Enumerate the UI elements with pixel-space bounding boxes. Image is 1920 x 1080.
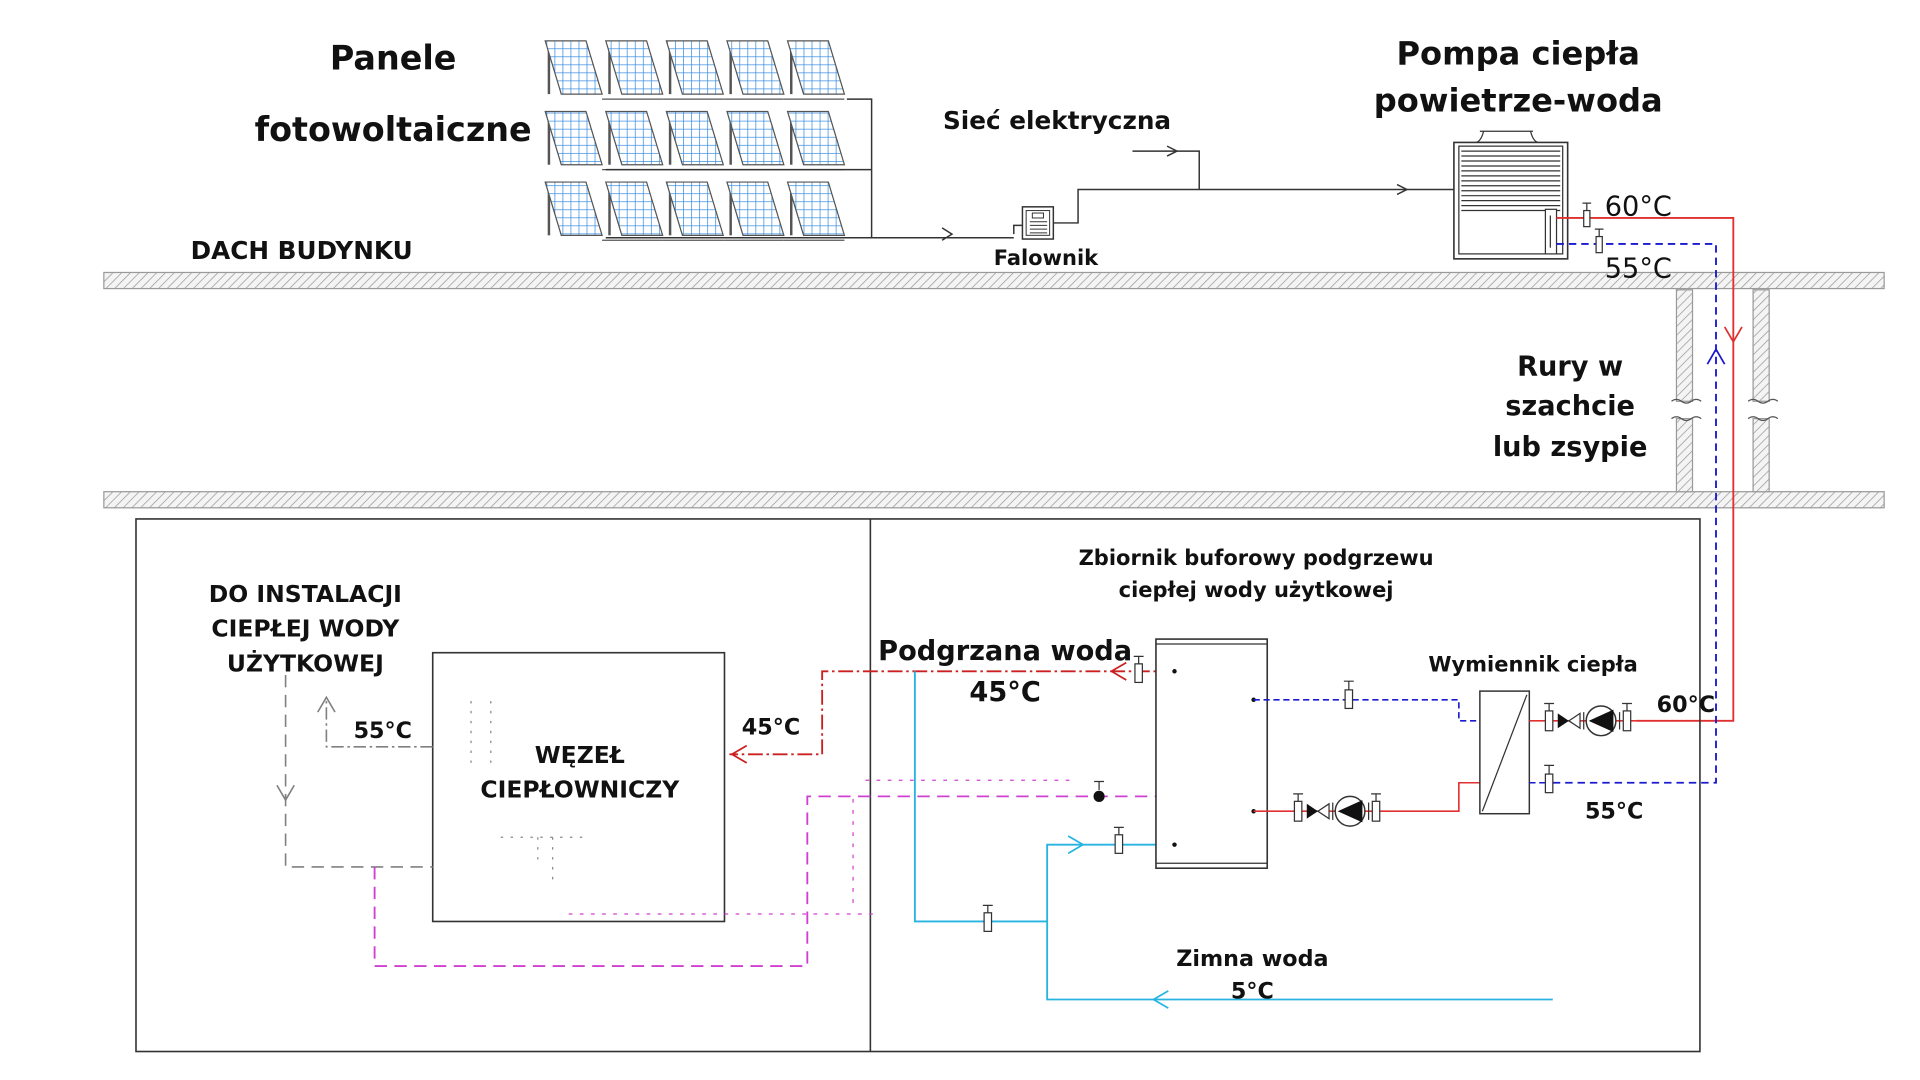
substation-label-line1: WĘZEŁ — [535, 741, 625, 769]
shaft-down-arrow-icon — [1723, 326, 1743, 344]
solar-panel-icon — [602, 110, 664, 171]
floor-slab — [103, 491, 1885, 509]
solar-panel-icon — [783, 110, 846, 171]
hp-supply-valve-icon — [1582, 202, 1592, 228]
solar-panel-icon — [662, 40, 725, 100]
substation-inlet-temp: 45°C — [742, 714, 800, 740]
grid-arrow-icon — [1166, 145, 1179, 157]
heated-water-label: Podgrzana woda — [878, 636, 1132, 667]
tank-return-valve-icon — [1343, 680, 1354, 710]
solar-panel-icon — [544, 110, 603, 166]
shaft-label-line2: szachcie — [1505, 391, 1635, 422]
exchanger-return-valve-icon — [1544, 764, 1555, 794]
substation-internal-lines — [470, 701, 584, 885]
inverter-icon — [1013, 188, 1454, 240]
grid-connection-line — [1132, 150, 1200, 190]
heated-water-pipe — [729, 670, 1175, 756]
hp-return-valve-icon — [1594, 228, 1604, 254]
pv-arrow-icon — [941, 227, 954, 241]
heat-pump-title-line2: powietrze-woda — [1374, 81, 1663, 119]
cold-water-label: Zimna woda — [1176, 946, 1328, 972]
solar-panel-icon — [662, 110, 725, 171]
tank-inlet-arrow-icon — [1067, 835, 1085, 855]
dhw-return-pipe — [284, 675, 433, 868]
solar-panel-icon — [783, 40, 846, 100]
buffer-tank-icon — [1155, 638, 1269, 870]
cold-water-temp: 5°C — [1231, 978, 1274, 1004]
bypass-valve-icon — [982, 904, 993, 932]
shaft-label-line3: lub zsypie — [1493, 432, 1648, 463]
exchanger-return-temp: 55°C — [1585, 799, 1643, 825]
basement-room-outline — [135, 518, 1701, 1053]
dhw-label-line2: CIEPŁEJ WODY — [211, 615, 400, 643]
shaft-label-line1: Rury w — [1517, 351, 1623, 382]
dhw-label-line1: DO INSTALACJI — [209, 580, 402, 608]
tank-return-pipe — [1253, 698, 1480, 722]
dhw-down-arrow-icon — [276, 784, 295, 802]
circulation-pipe — [373, 795, 1156, 967]
exchanger-pump-icon — [1544, 702, 1632, 737]
substation-inlet-arrow-icon — [730, 744, 748, 764]
tank-circulation-pump-icon — [1293, 793, 1381, 827]
inverter-label: Falownik — [994, 245, 1099, 270]
solar-panel-icon — [602, 40, 664, 100]
cold-water-arrow-icon — [1151, 990, 1169, 1009]
pv-panel-array — [544, 40, 846, 241]
dhw-up-arrow-icon — [317, 695, 336, 713]
heat-exchanger-icon — [1479, 690, 1531, 815]
tank-supply-pipe — [1253, 781, 1480, 813]
substation-box — [431, 651, 726, 923]
solar-panel-icon — [544, 40, 603, 95]
dhw-label-line3: UŻYTKOWEJ — [227, 649, 384, 677]
hp-supply-pipe — [1556, 217, 1735, 722]
heat-pump-title-line1: Pompa ciepła — [1396, 34, 1639, 72]
buffer-tank-label-line1: Zbiornik buforowy podgrzewu — [1079, 545, 1434, 570]
circulation-valve-icon — [1093, 780, 1105, 802]
heated-water-arrow-icon — [1109, 661, 1127, 681]
solar-panel-icon — [544, 181, 603, 236]
heat-pump-unit-icon — [1453, 130, 1569, 260]
substation-label-line2: CIEPŁOWNICZY — [480, 776, 680, 804]
pv-title-line1: Panele — [330, 38, 457, 77]
solar-panel-icon — [662, 181, 725, 241]
buffer-tank-label-line2: ciepłej wody użytkowej — [1119, 577, 1394, 602]
roof-slab — [103, 271, 1885, 290]
shaft-walls — [1671, 289, 1779, 493]
grid-label: Sieć elektryczna — [943, 106, 1171, 135]
dhw-temp: 55°C — [354, 718, 412, 744]
exchanger-label: Wymiennik ciepła — [1428, 651, 1637, 676]
solar-panel-icon — [783, 181, 846, 241]
solar-panel-icon — [723, 181, 785, 241]
solar-panel-icon — [723, 110, 785, 171]
circulation-secondary-pipe — [568, 779, 1076, 915]
dhw-supply-pipe — [325, 699, 433, 748]
hp-return-temp: 55°C — [1605, 253, 1672, 284]
heated-water-temp: 45°C — [969, 677, 1040, 708]
pv-bus-frame — [605, 98, 1014, 239]
shaft-up-arrow-icon — [1706, 347, 1726, 365]
solar-panel-icon — [723, 40, 785, 100]
hp-return-pipe — [1552, 243, 1717, 784]
cold-water-pipe — [913, 671, 1553, 1001]
heated-water-valve-icon — [1133, 655, 1144, 684]
solar-panel-icon — [602, 181, 664, 241]
hp-power-arrow-icon — [1396, 183, 1409, 196]
roof-label: DACH BUDYNKU — [191, 236, 413, 265]
hp-supply-temp: 60°C — [1605, 191, 1672, 222]
cold-water-valve-icon — [1113, 826, 1124, 854]
pv-title-line2: fotowoltaiczne — [255, 110, 532, 149]
exchanger-supply-temp: 60°C — [1657, 692, 1715, 718]
